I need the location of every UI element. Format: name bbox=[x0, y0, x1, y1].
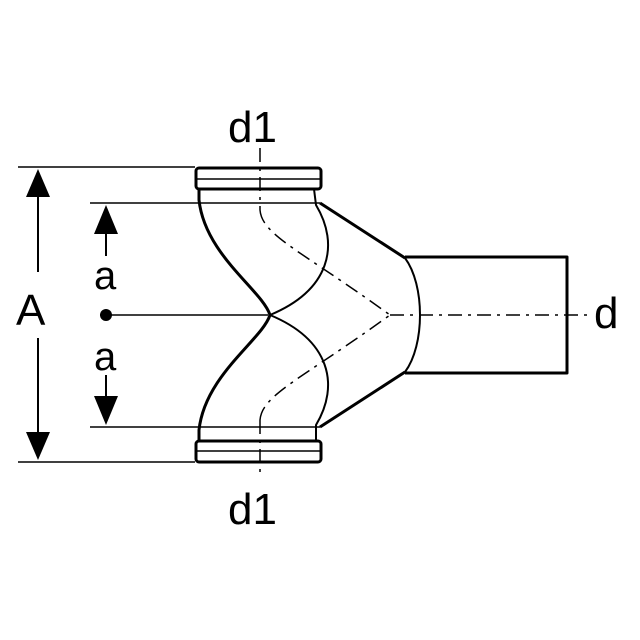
upper-flow-path bbox=[259, 209, 391, 316]
bottom-socket bbox=[194, 439, 323, 464]
arrowhead-a-top bbox=[26, 169, 50, 197]
center-point-dot bbox=[100, 309, 112, 321]
dimension-a-half bbox=[90, 202, 320, 428]
label-branch-diameter-d: d bbox=[594, 289, 619, 338]
lower-flow-path bbox=[259, 314, 391, 421]
label-bottom-diameter-d1: d1 bbox=[228, 485, 277, 534]
dimension-a-overall bbox=[18, 166, 195, 463]
label-dimension-a-upper: a bbox=[94, 254, 117, 298]
center-lines bbox=[259, 148, 590, 478]
arrowhead-a-upper bbox=[94, 205, 118, 234]
label-dimension-a-lower: a bbox=[94, 335, 117, 379]
top-socket bbox=[194, 166, 323, 191]
arrowhead-a-bottom bbox=[26, 432, 50, 460]
arrowhead-a-lower bbox=[94, 396, 118, 425]
label-dimension-A: A bbox=[16, 286, 46, 335]
label-top-diameter-d1: d1 bbox=[228, 103, 277, 152]
